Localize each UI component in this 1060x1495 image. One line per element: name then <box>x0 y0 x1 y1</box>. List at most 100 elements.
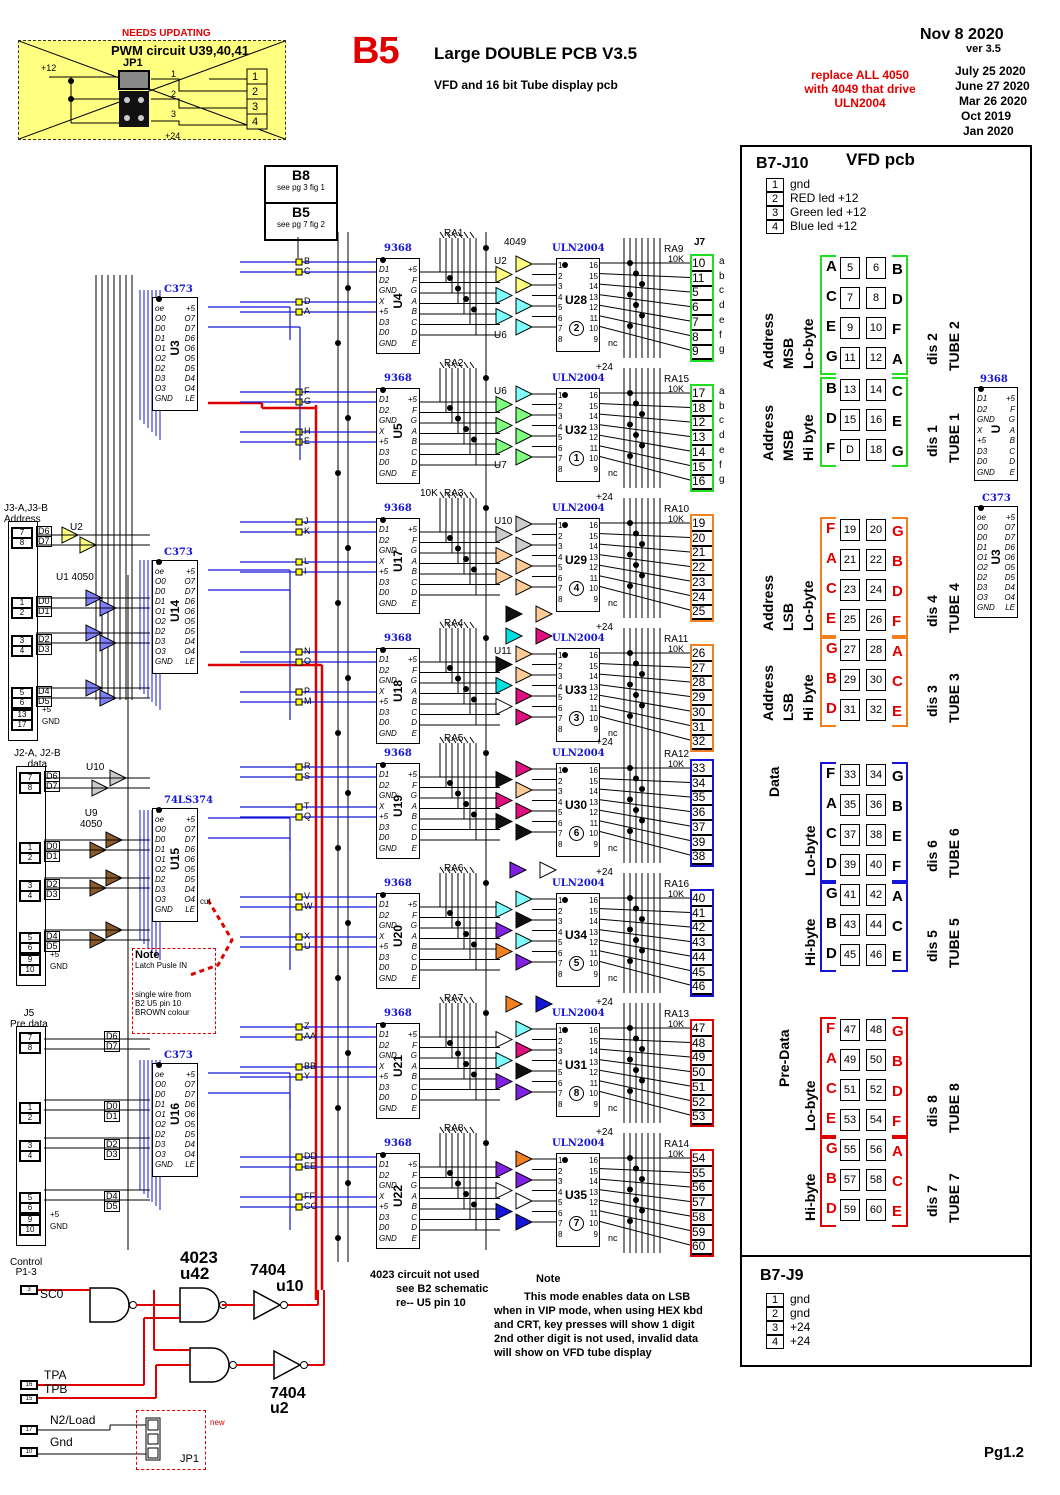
chip-pin-label: GND <box>379 973 397 983</box>
input-pin[interactable]: 6 <box>11 697 33 709</box>
control-pin[interactable]: 15 <box>20 1394 38 1404</box>
chip-pin-label: D1 <box>379 1030 390 1039</box>
output-pin: 45 <box>692 965 712 981</box>
nc-label: nc <box>608 338 618 348</box>
net-label: L <box>304 556 310 566</box>
supply-plus24: +24 <box>596 737 613 748</box>
ref-box-b8[interactable]: B8 see pg 3 fig 1 <box>266 167 336 204</box>
input-pin[interactable]: 10 <box>19 964 41 976</box>
driver-pin: 5 <box>558 563 563 572</box>
driver-pin: 4 <box>558 1187 563 1197</box>
segment-letter: a <box>719 386 725 397</box>
control-pin[interactable]: 17 <box>20 1425 38 1435</box>
input-pin[interactable]: 4 <box>11 645 33 657</box>
chip-pin-label: O2 <box>155 617 166 626</box>
segment-label: G <box>826 1140 838 1157</box>
vfd-pin-cell: 21 <box>840 549 860 571</box>
input-pin[interactable]: 6 <box>19 1202 41 1214</box>
input-pin[interactable]: 13 <box>11 709 33 721</box>
control-pin[interactable]: 10 <box>20 1447 38 1457</box>
vfd-pin-cell: 24 <box>866 579 886 601</box>
buffer-triangle-icon <box>515 823 534 841</box>
chip-pin-label: +5 <box>407 655 417 664</box>
wire <box>451 736 457 744</box>
chip-pin-label: D3 <box>977 583 988 592</box>
input-connector-frame <box>16 1026 46 1246</box>
nc-label: nc <box>608 598 618 608</box>
driver-pin: 1 <box>558 766 563 775</box>
chip-pin-label: A <box>411 686 417 696</box>
pin1-dot-icon <box>562 262 568 268</box>
vfd-group-bracket-left <box>820 1017 836 1137</box>
output-pin: 31 <box>692 720 712 736</box>
pin1-dot-icon <box>156 559 162 565</box>
resistor-array-label: RA5 <box>444 733 464 744</box>
chip-pin-label: D <box>1009 457 1015 466</box>
vfd-pin-cell: 19 <box>840 519 860 541</box>
driver-type: ULN2004 <box>552 748 605 759</box>
chip-pin-label: D1 <box>155 1100 166 1109</box>
wire <box>597 918 691 928</box>
input-pin[interactable]: 4 <box>19 890 41 902</box>
chip-pin-label: A <box>411 296 417 306</box>
data-line-label: D5 <box>36 696 52 707</box>
input-pin[interactable]: 17 <box>11 719 33 731</box>
driver-pin: 5 <box>558 303 563 312</box>
segment-label: E <box>826 1110 837 1127</box>
netlabel-marker <box>295 308 303 316</box>
net-label: K <box>304 526 311 536</box>
chip-pin-label: D5 <box>184 1130 195 1139</box>
driver-type: ULN2004 <box>552 243 605 254</box>
net-label: G <box>304 396 312 406</box>
decoder-type: 9368 <box>384 1138 412 1149</box>
input-pin[interactable]: 2 <box>19 1112 41 1124</box>
junction-dot <box>471 696 477 703</box>
pin1-dot-icon <box>156 296 162 302</box>
vfd-pin-cell: 16 <box>866 409 886 431</box>
chip-pin-label: D7 <box>184 835 195 844</box>
buffer-triangle-icon <box>495 900 514 919</box>
chip-pin-label: GND <box>977 415 995 424</box>
chip-pin-label: D2 <box>379 665 390 675</box>
driver-pin: 10 <box>589 584 598 593</box>
vfd-pin-cell: 10 <box>866 317 886 339</box>
buffer-triangle-icon <box>535 605 554 623</box>
driver-pin: 6 <box>558 818 563 828</box>
driver-pin: 10 <box>589 1089 598 1098</box>
junction-dot <box>455 1050 461 1057</box>
driver-pin: 5 <box>558 1068 563 1077</box>
input-pin[interactable]: 4 <box>19 1150 41 1162</box>
input-pin[interactable]: 8 <box>19 782 41 794</box>
vfd-group-bracket-right <box>892 882 908 972</box>
driver-pin: 3 <box>558 412 563 421</box>
netlabel-marker <box>147 1447 159 1459</box>
input-pin[interactable]: 6 <box>19 942 41 954</box>
ref-box-b5[interactable]: B5 see pg 7 fig 2 <box>276 204 326 229</box>
driver-pin: 11 <box>589 1078 598 1088</box>
pin1-dot-icon <box>562 392 568 398</box>
digit-circle-icon: 8 <box>569 1086 584 1101</box>
buffer-4049-label: 4049 <box>504 237 527 248</box>
junction-dot <box>471 1201 477 1208</box>
data-line-label: D3 <box>104 1149 120 1160</box>
chip-pin-label: +5 <box>407 395 417 404</box>
chip-pin-label: GND <box>379 598 397 608</box>
driver-pin: 16 <box>589 896 598 905</box>
control-pin[interactable]: 16 <box>20 1380 38 1390</box>
wire <box>451 996 457 1004</box>
input-pin[interactable]: 2 <box>19 852 41 864</box>
control-signal-label: TPB <box>44 1382 68 1396</box>
control-pin[interactable]: 3 <box>20 1285 38 1295</box>
chip-pin-label: D3 <box>379 317 390 327</box>
chip-pin-label: E <box>1009 467 1015 477</box>
driver-pin: 11 <box>589 818 598 828</box>
input-pin[interactable]: 10 <box>19 1224 41 1236</box>
input-pin[interactable]: 8 <box>19 1042 41 1054</box>
chip-pin-label: B <box>1009 436 1015 445</box>
input-pin[interactable]: 2 <box>11 607 33 619</box>
chip-pin-label: D2 <box>379 275 390 285</box>
input-pin[interactable]: 8 <box>11 537 33 549</box>
digit-circle-icon: 3 <box>569 711 584 726</box>
